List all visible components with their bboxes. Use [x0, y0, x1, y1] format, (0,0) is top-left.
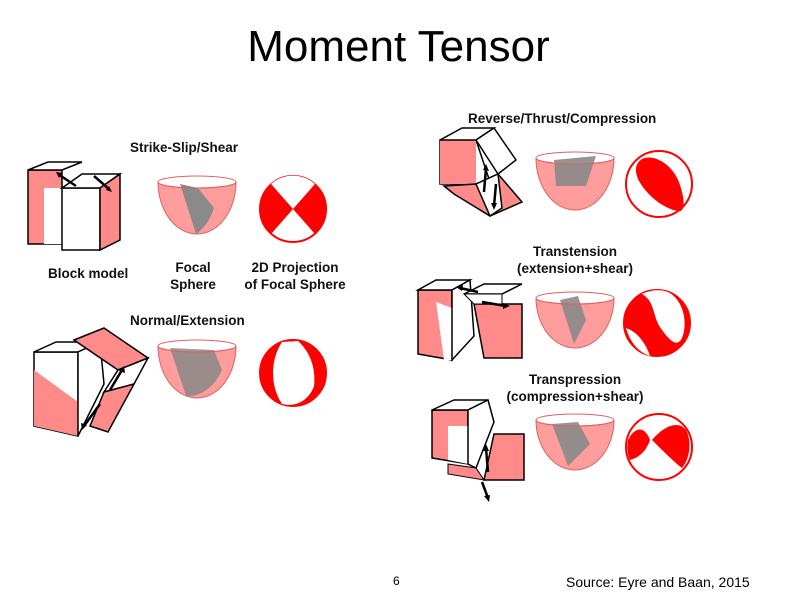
transpression-label-line2: (compression+shear) — [506, 389, 644, 404]
transpression-focal-sphere — [535, 413, 615, 471]
reverse-block-model — [439, 126, 524, 218]
projection-label-line1: 2D Projection — [251, 260, 339, 275]
projection-label-line2: of Focal Sphere — [244, 277, 346, 292]
focal-sphere-label-line2: Sphere — [170, 277, 216, 292]
strike-slip-block-model — [27, 161, 123, 252]
transtension-block-model — [415, 278, 523, 362]
normal-block-model — [33, 327, 150, 437]
transpression-2d-projection — [625, 413, 693, 481]
strike-slip-2d-projection — [259, 175, 327, 243]
strike-slip-label: Strike-Slip/Shear — [130, 140, 239, 155]
transpression-label: Transpression (compression+shear) — [490, 371, 660, 405]
transpression-block-model — [431, 398, 525, 502]
normal-2d-projection — [259, 339, 327, 407]
reverse-focal-sphere — [535, 151, 615, 211]
reverse-thrust-label: Reverse/Thrust/Compression — [468, 111, 657, 126]
transtension-focal-sphere — [535, 291, 615, 349]
transtension-label: Transtension (extension+shear) — [500, 243, 650, 277]
transtension-2d-projection — [623, 289, 691, 357]
page-number: 6 — [393, 574, 400, 588]
slide-title: Moment Tensor — [247, 22, 550, 71]
focal-sphere-label: Focal Sphere — [162, 259, 224, 293]
reverse-2d-projection — [625, 150, 693, 218]
transtension-label-line1: Transtension — [532, 244, 618, 259]
transtension-label-line2: (extension+shear) — [517, 261, 633, 276]
normal-extension-label: Normal/Extension — [130, 313, 245, 328]
transpression-label-line1: Transpression — [528, 372, 622, 387]
strike-slip-focal-sphere — [157, 175, 237, 235]
projection-label: 2D Projection of Focal Sphere — [232, 259, 358, 293]
source-citation: Source: Eyre and Baan, 2015 — [566, 574, 750, 590]
focal-sphere-label-line1: Focal — [175, 260, 211, 275]
normal-focal-sphere — [157, 339, 237, 399]
block-model-label: Block model — [48, 266, 129, 281]
